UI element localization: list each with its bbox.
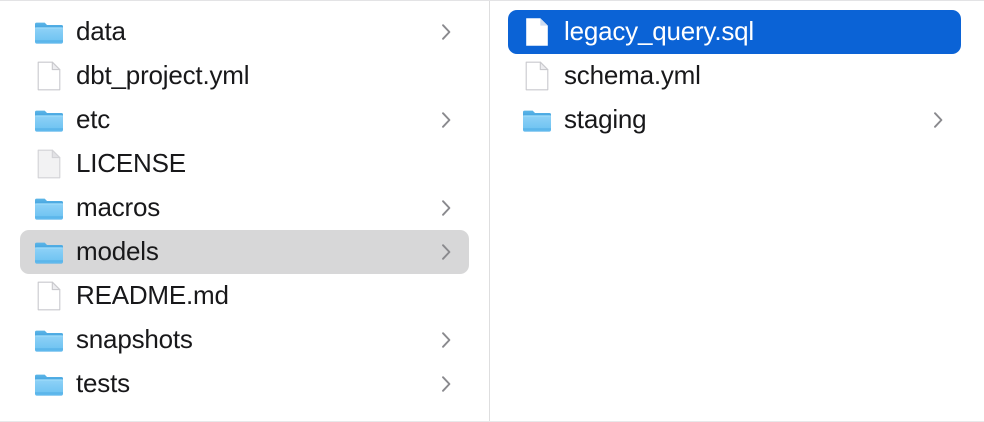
folder-icon (32, 191, 66, 225)
item-label: tests (76, 368, 130, 398)
folder-icon (32, 323, 66, 357)
file-icon (32, 59, 66, 93)
chevron-right-icon[interactable] (931, 109, 945, 131)
folder-icon (32, 235, 66, 269)
file-icon (32, 279, 66, 313)
item-label: etc (76, 104, 111, 134)
folder-icon (520, 103, 554, 137)
folder-row[interactable]: tests (20, 362, 469, 406)
file-row[interactable]: schema.yml (508, 54, 961, 98)
item-label: staging (564, 104, 647, 134)
item-label: schema.yml (564, 60, 701, 90)
folder-row[interactable]: staging (508, 98, 961, 142)
chevron-right-icon[interactable] (439, 21, 453, 43)
file-dim-icon (32, 147, 66, 181)
folder-icon (32, 15, 66, 49)
file-row[interactable]: LICENSE (20, 142, 469, 186)
chevron-right-icon[interactable] (439, 109, 453, 131)
folder-icon (32, 103, 66, 137)
item-label: legacy_query.sql (564, 16, 754, 46)
chevron-right-icon[interactable] (439, 241, 453, 263)
folder-row[interactable]: models (20, 230, 469, 274)
item-label: dbt_project.yml (76, 60, 250, 90)
folder-row[interactable]: snapshots (20, 318, 469, 362)
item-label: macros (76, 192, 161, 222)
chevron-right-icon[interactable] (439, 329, 453, 351)
chevron-right-icon[interactable] (439, 373, 453, 395)
file-column-2-list: legacy_query.sql schema.yml staging (490, 10, 983, 421)
folder-icon (32, 367, 66, 401)
item-label: LICENSE (76, 148, 186, 178)
file-column-2[interactable]: legacy_query.sql schema.yml staging (490, 1, 983, 421)
item-label: snapshots (76, 324, 193, 354)
item-label: models (76, 236, 159, 266)
item-label: data (76, 16, 126, 46)
file-row[interactable]: dbt_project.yml (20, 54, 469, 98)
file-icon (520, 59, 554, 93)
item-label: README.md (76, 280, 229, 310)
folder-row[interactable]: data (20, 10, 469, 54)
folder-row[interactable]: macros (20, 186, 469, 230)
file-row[interactable]: legacy_query.sql (508, 10, 961, 54)
file-row[interactable]: README.md (20, 274, 469, 318)
folder-row[interactable]: etc (20, 98, 469, 142)
chevron-right-icon[interactable] (439, 197, 453, 219)
file-icon (520, 15, 554, 49)
